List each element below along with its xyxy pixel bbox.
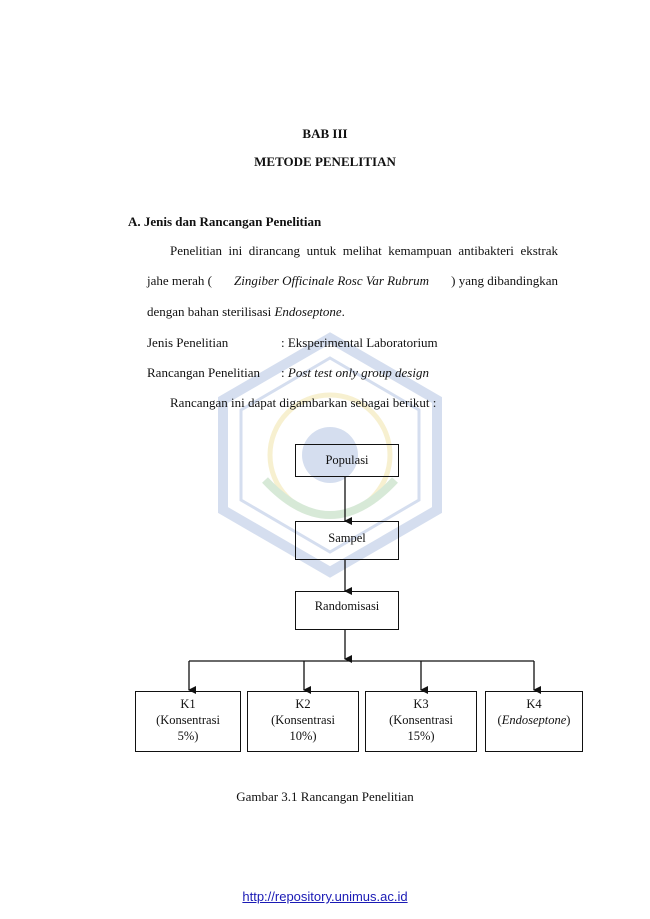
figure-caption: Gambar 3.1 Rancangan Penelitian xyxy=(236,789,414,804)
chapter-number: BAB III xyxy=(302,126,348,141)
k3-id: K3 xyxy=(413,697,429,711)
k4-id: K4 xyxy=(526,697,542,711)
rancangan-value-row: : Post test only group design xyxy=(281,365,429,381)
rancangan-label: Rancangan Penelitian xyxy=(147,365,260,380)
jenis-value: : Eksperimental Laboratorium xyxy=(281,335,438,350)
k2-line2: (Konsentrasi xyxy=(271,713,335,727)
k4-endoseptone: Endoseptone xyxy=(501,713,567,727)
paragraph-line-3: dengan bahan sterilisasi Endoseptone. xyxy=(147,304,345,320)
paragraph-line-2-post: ) yang dibandingkan xyxy=(451,273,558,288)
k1-line2: (Konsentrasi xyxy=(156,713,220,727)
diagram-intro: Rancangan ini dapat digambarkan sebagai … xyxy=(170,395,437,410)
paragraph-line-3-post: . xyxy=(341,304,345,319)
section-heading: A. Jenis dan Rancangan Penelitian xyxy=(128,214,322,229)
box-k2: K2 (Konsentrasi 10%) xyxy=(247,691,359,752)
box-k4: K4 (Endoseptone) xyxy=(485,691,583,752)
k1-line3: 5%) xyxy=(177,729,199,743)
jenis-label: Jenis Penelitian xyxy=(147,335,229,350)
endoseptone-term: Endoseptone xyxy=(274,304,342,319)
rancangan-colon: : xyxy=(281,365,288,380)
k4-paren-open: ( xyxy=(497,713,502,727)
paragraph-line-1: Penelitian ini dirancang untuk melihat k… xyxy=(170,243,558,258)
k4-paren-close: ) xyxy=(566,713,571,727)
k3-line2: (Konsentrasi xyxy=(389,713,453,727)
rancangan-value: Post test only group design xyxy=(287,365,429,380)
university-seal-watermark xyxy=(205,330,455,585)
k2-id: K2 xyxy=(295,697,311,711)
k2-line3: 10%) xyxy=(289,729,317,743)
repository-link[interactable]: http://repository.unimus.ac.id xyxy=(242,889,408,904)
paragraph-line-2-pre: jahe merah ( xyxy=(147,273,212,288)
species-name: Zingiber Officinale Rosc Var Rubrum xyxy=(234,273,430,288)
box-k1: K1 (Konsentrasi 5%) xyxy=(135,691,241,752)
paragraph-line-2: jahe merah ( Zingiber Officinale Rosc Va… xyxy=(147,273,558,289)
k4-line2: (Endoseptone) xyxy=(486,712,582,728)
k1-id: K1 xyxy=(180,697,196,711)
paragraph-line-3-pre: dengan bahan sterilisasi xyxy=(147,304,275,319)
box-randomisasi: Randomisasi xyxy=(295,591,399,630)
chapter-title: METODE PENELITIAN xyxy=(254,154,396,169)
box-k3: K3 (Konsentrasi 15%) xyxy=(365,691,477,752)
k3-line3: 15%) xyxy=(407,729,435,743)
footer: http://repository.unimus.ac.id xyxy=(0,888,650,906)
box-sampel: Sampel xyxy=(295,521,399,560)
box-populasi: Populasi xyxy=(295,444,399,477)
